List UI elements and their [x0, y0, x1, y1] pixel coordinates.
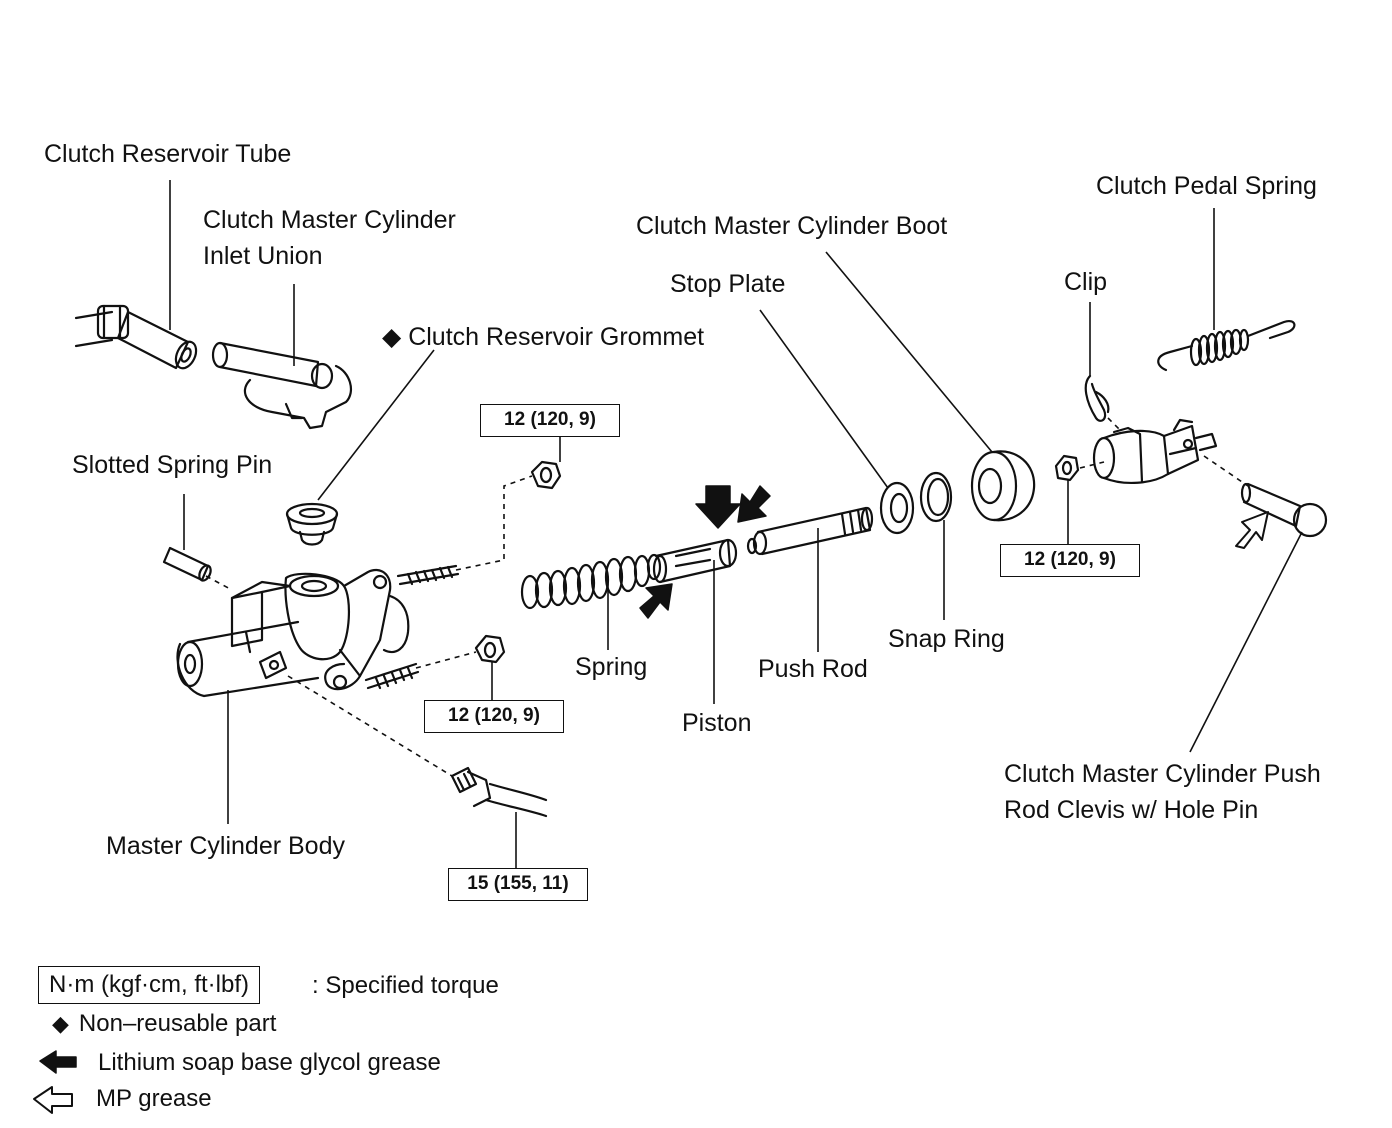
- label-grommet-text: Clutch Reservoir Grommet: [408, 323, 705, 351]
- boot-part: [970, 450, 1036, 522]
- label-clip: Clip: [1064, 268, 1108, 296]
- piston-part: [652, 538, 738, 584]
- torque-upper-nut: 12 (120, 9): [480, 404, 620, 437]
- legend-mp: MP grease: [96, 1085, 212, 1112]
- pedal-spring-part: [1157, 320, 1296, 372]
- torque-lower-nut: 12 (120, 9): [424, 700, 564, 733]
- lithium-grease-arrows: [639, 485, 771, 619]
- upper-nut-part: [530, 460, 562, 490]
- assembly-lines: [205, 417, 1249, 777]
- legend-diamond-icon: ◆: [52, 1011, 69, 1036]
- legend-nonreusable: ◆ Non–reusable part: [52, 1006, 276, 1042]
- legend-nonreusable-text: Non–reusable part: [78, 1010, 277, 1037]
- legend-symbols: [33, 1050, 77, 1114]
- grommet-part: [285, 502, 339, 546]
- label-pedal-spring: Clutch Pedal Spring: [1096, 172, 1317, 200]
- stop-plate-part: [879, 481, 915, 535]
- label-spring: Spring: [575, 653, 648, 681]
- label-clevis-line1: Clutch Master Cylinder Push: [1004, 760, 1321, 788]
- torque-clevis-nut: 12 (120, 9): [1000, 544, 1140, 577]
- label-boot: Clutch Master Cylinder Boot: [636, 212, 948, 240]
- legend-mp-arrow-icon: [33, 1086, 73, 1114]
- clevis-nut-part: [1054, 454, 1080, 482]
- legend-lithium: Lithium soap base glycol grease: [98, 1049, 441, 1076]
- push-rod-part: [746, 506, 874, 556]
- label-reservoir-tube: Clutch Reservoir Tube: [44, 140, 292, 168]
- master-cylinder-body-part: [176, 568, 410, 698]
- label-inlet-union-line2: Inlet Union: [203, 242, 323, 270]
- lower-stud-part: [364, 662, 420, 690]
- clevis-part: [1092, 418, 1218, 485]
- upper-stud-part: [396, 564, 460, 586]
- snap-ring-part: [919, 471, 953, 523]
- legend-torque-units: N·m (kgf·cm, ft·lbf): [38, 966, 260, 1004]
- legend-torque-desc: : Specified torque: [312, 972, 499, 999]
- lower-nut-part: [474, 634, 506, 664]
- label-push-rod: Push Rod: [758, 655, 868, 683]
- label-snap-ring: Snap Ring: [888, 625, 1005, 653]
- label-grommet: ◆ Clutch Reservoir Grommet: [382, 319, 704, 355]
- nonreusable-mark-icon: ◆: [382, 323, 402, 351]
- spring-part: [520, 553, 662, 610]
- label-slotted-pin: Slotted Spring Pin: [72, 451, 273, 479]
- label-body: Master Cylinder Body: [106, 832, 345, 860]
- legend-lithium-arrow-icon: [39, 1050, 77, 1074]
- leader-lines: [169, 180, 1303, 868]
- label-stop-plate: Stop Plate: [670, 270, 786, 298]
- mp-grease-arrow: [1235, 511, 1269, 549]
- line-fitting-part: [450, 766, 548, 818]
- torque-line-fitting: 15 (155, 11): [448, 868, 588, 901]
- slotted-pin-part: [162, 546, 212, 582]
- inlet-union-part: [211, 341, 353, 430]
- label-clevis-line2: Rod Clevis w/ Hole Pin: [1004, 796, 1259, 824]
- clip-part: [1084, 374, 1110, 422]
- reservoir-tube-part: [74, 304, 198, 370]
- label-piston: Piston: [682, 709, 752, 737]
- label-inlet-union-line1: Clutch Master Cylinder: [203, 206, 456, 234]
